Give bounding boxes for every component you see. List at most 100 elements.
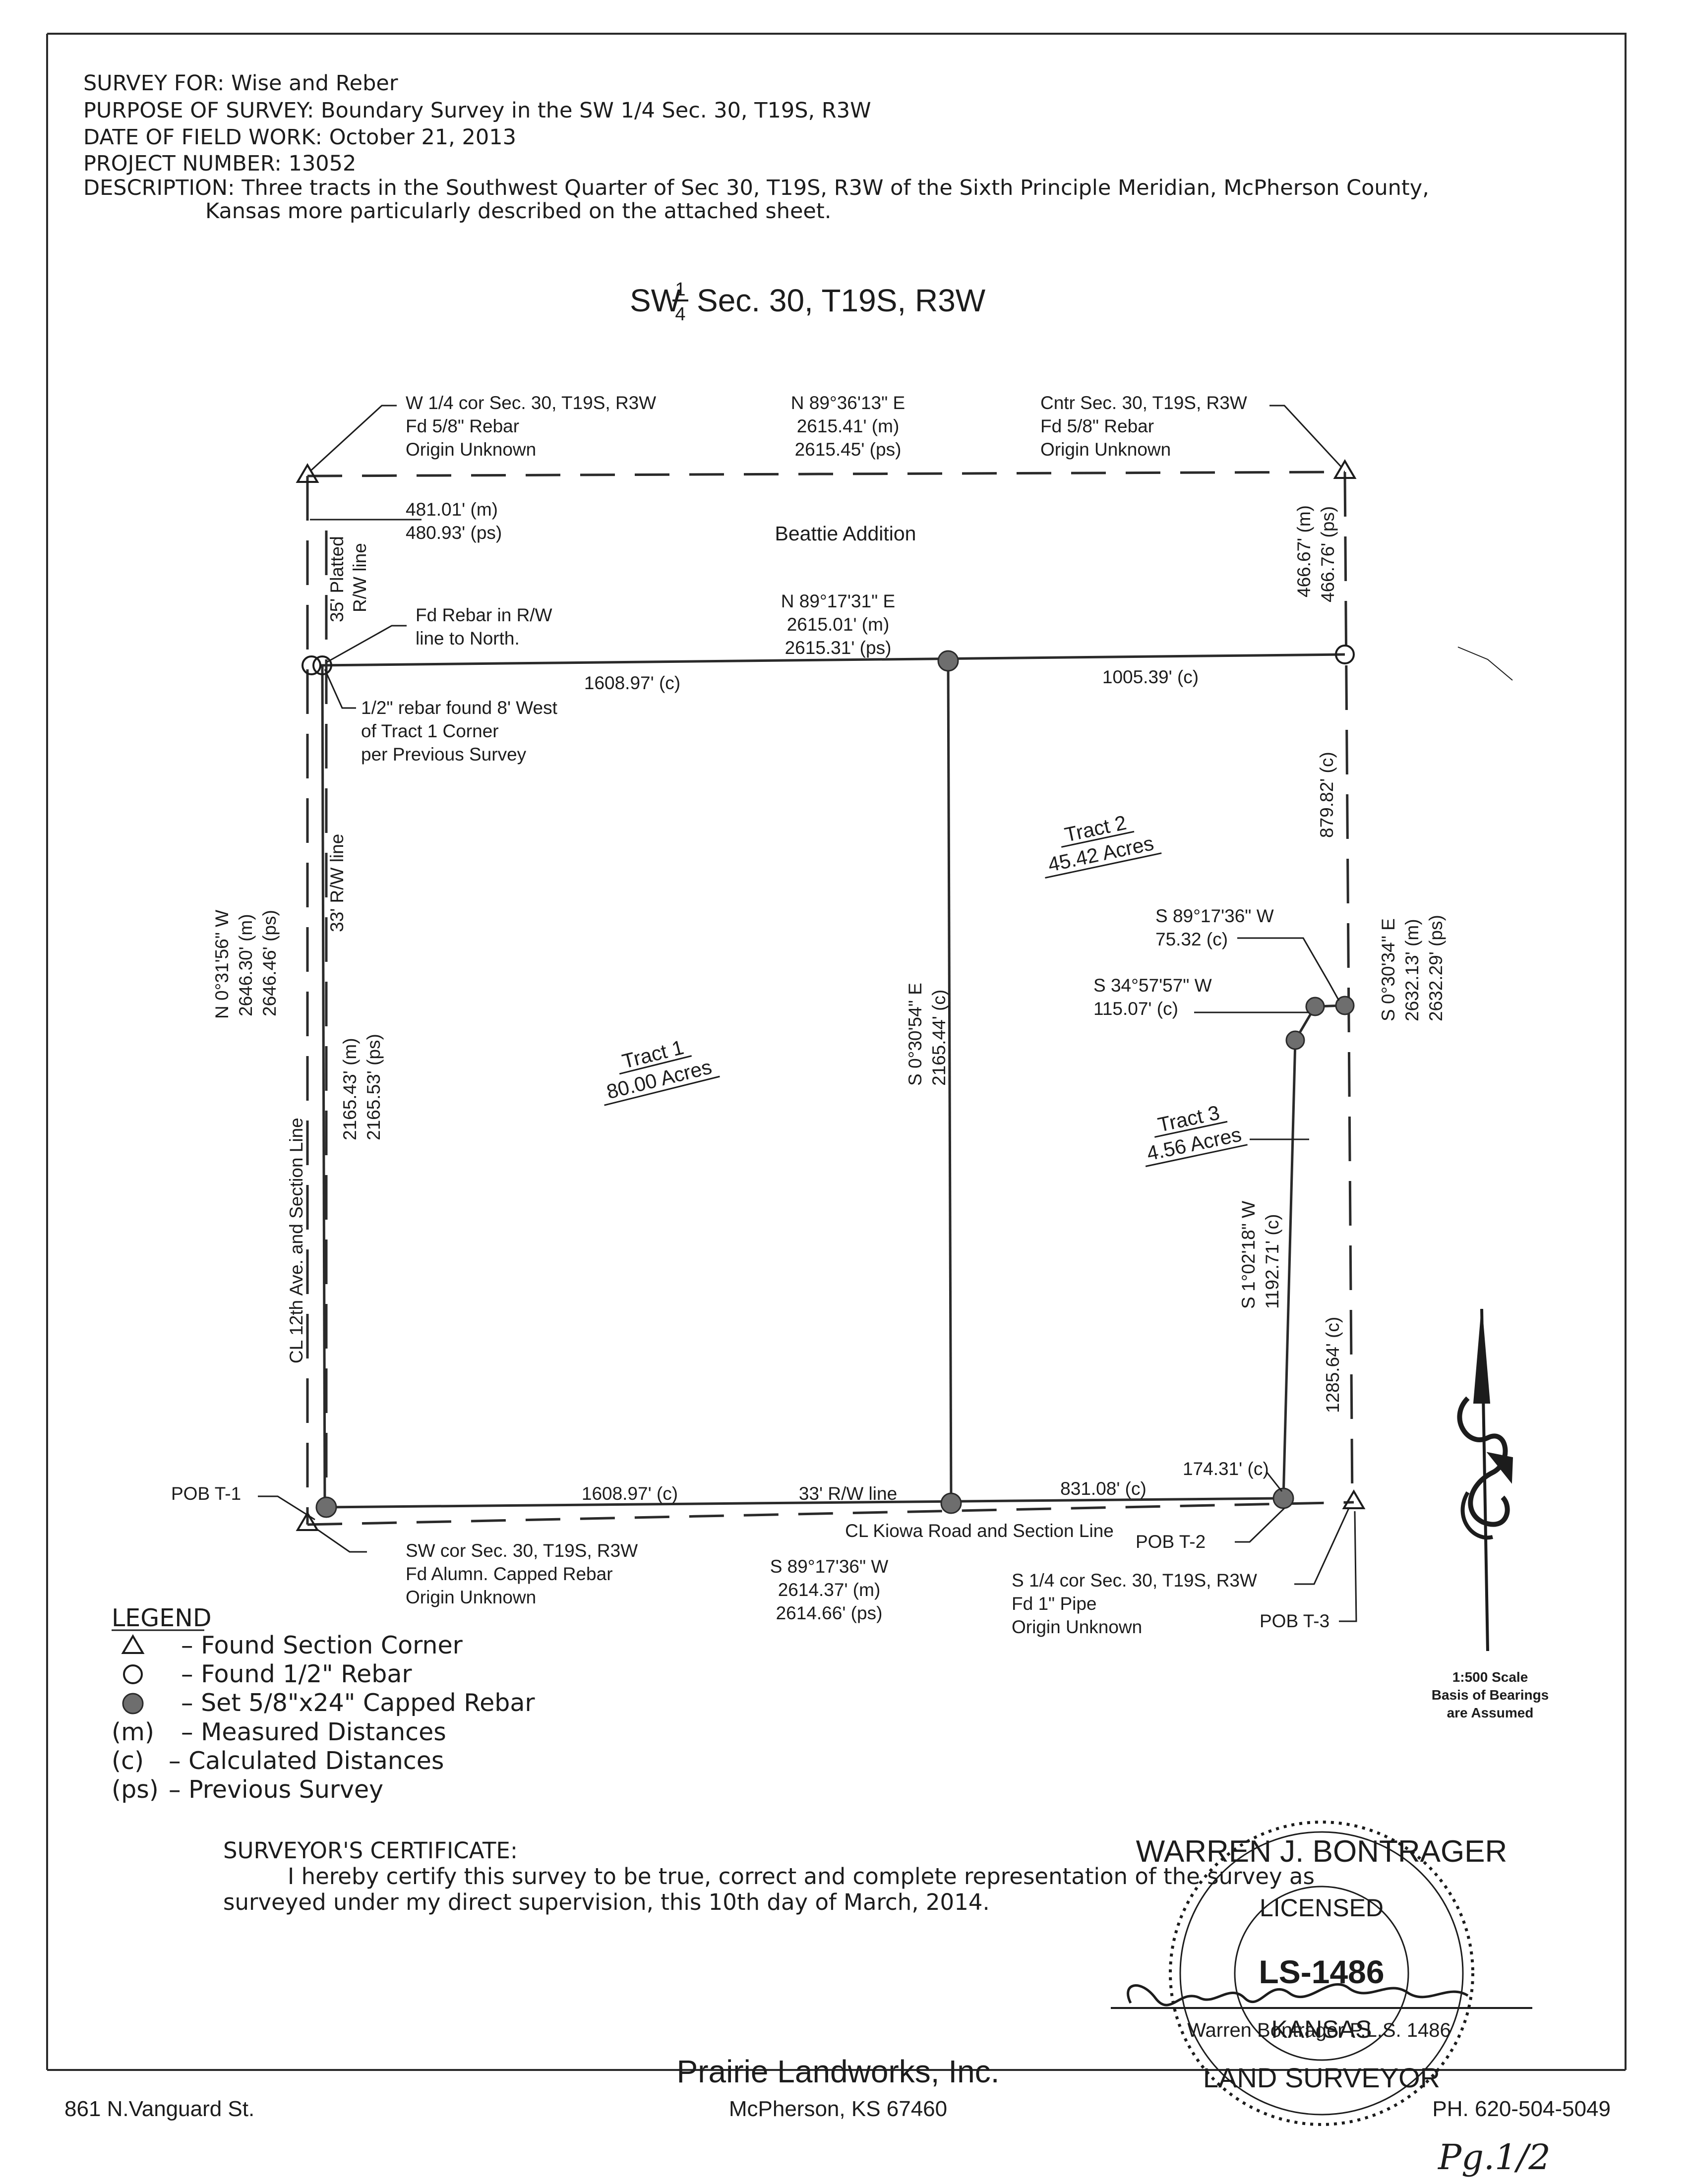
legend-item-4: – Measured Distances [181,1718,446,1746]
set-rebar-t3-angle-1 [1305,997,1325,1016]
inner-distance-m: 2615.01' (m) [787,614,890,635]
pob-t3-label: POB T-3 [1260,1611,1329,1631]
se-corner-label-1: S 1/4 cor Sec. 30, T19S, R3W [1012,1570,1257,1591]
south-rw-33-label: 33' R/W line [799,1483,897,1504]
north-distance-m: 2615.41' (m) [797,416,900,436]
seg2-bearing: S 34°57'57" W [1093,975,1212,996]
sheet-border [46,33,1627,2070]
south-distance-ps: 2614.66' (ps) [776,1603,883,1623]
south-distance-m: 2614.37' (m) [778,1580,881,1600]
scale-text: 1:500 Scale [1452,1669,1528,1685]
pob-t1-label: POB T-1 [171,1483,241,1504]
south-section-line [307,1501,1354,1526]
survey-for: SURVEY FOR: Wise and Reber [83,71,398,96]
tract1-label: Tract 1 80.00 Acres [604,1036,720,1106]
inner-bearing: N 89°17'31" E [781,591,895,611]
drawing-labels: W 1/4 cor Sec. 30, T19S, R3W Fd 5/8" Reb… [171,393,1446,1637]
half-rebar-label-2: of Tract 1 Corner [361,721,499,741]
found-rebar-circle [302,655,321,675]
leader-lines [258,405,1513,1622]
se-corner-label-3: Origin Unknown [1012,1617,1142,1637]
north-arrow [1457,1308,1513,1652]
ne-section-corner-triangle [1333,459,1357,479]
signature [1111,1983,1532,2009]
signature-stroke [1127,1983,1469,2007]
east-upper-measured: 466.67' (m) [1294,505,1314,597]
west-inner-distance-ps: 2165.53' (ps) [363,1034,384,1140]
tract-north-boundary [319,653,1345,667]
company-city: McPherson, KS 67460 [729,2097,947,2121]
nw-strip-previous: 480.93' (ps) [406,523,502,543]
seg3-distance: 1192.71' (c) [1262,1214,1282,1309]
north-arrow-head [1473,1308,1491,1404]
sw-corner-label-3: Origin Unknown [406,1587,536,1607]
seal-number: LS-1486 [1259,1953,1384,1990]
set-rebar-t3-ne [1335,996,1355,1015]
assumed-text: are Assumed [1447,1705,1534,1720]
seal-licensed: LICENSED [1260,1894,1384,1922]
sw-corner-label-1: SW cor Sec. 30, T19S, R3W [406,1540,638,1561]
company-address: 861 N.Vanguard St. [64,2097,254,2121]
leader-174 [1266,1472,1283,1492]
seal-name: WARREN J. BONTRAGER [1136,1834,1508,1869]
legend-item-5: – Calculated Distances [169,1747,444,1775]
seg1-bearing: S 89°17'36" W [1155,906,1274,926]
ne-tract-rebar-circle [1335,645,1355,664]
half-rebar-label-1: 1/2" rebar found 8' West [361,698,558,718]
seg2-distance: 115.07' (c) [1093,999,1178,1019]
seal-inner-ring [1234,1886,1409,2061]
description-line-2: Kansas more particularly described on th… [205,199,831,224]
leader-fd-rebar [327,625,407,663]
tract3-underline [1154,1121,1228,1138]
tract3-segment-3 [1282,1040,1297,1499]
company-name: Prairie Landworks, Inc. [677,2054,1000,2089]
legend-key-4: (m) [112,1718,154,1746]
certificate-title: SURVEYOR'S CERTIFICATE: [223,1837,518,1864]
basis-bearings-text: Basis of Bearings [1432,1687,1549,1703]
legend-key-5: (c) [112,1747,144,1775]
tract2-label: Tract 2 45.42 Acres [1045,811,1162,879]
certificate-line-1: I hereby certify this survey to be true,… [288,1863,1315,1889]
leader-pob-t1 [258,1495,315,1521]
half-inch-rebar-circle [312,655,332,675]
date-of-field-work: DATE OF FIELD WORK: October 21, 2013 [83,125,516,150]
fd-rebar-label-2: line to North. [416,628,520,649]
cl-kiowa-road: CL Kiowa Road and Section Line [845,1521,1114,1541]
east-section-line [1343,472,1354,1503]
sw-section-corner-triangle [296,1511,319,1531]
south-mid-distance: 831.08' (c) [1060,1478,1147,1499]
seg3-bearing: S 1°02'18" W [1238,1201,1259,1309]
title-fraction-num: 1 [675,279,685,300]
nw-strip-measured: 481.01' (m) [406,499,498,520]
legend-item-1: – Found Section Corner [181,1631,463,1659]
west-inner-distance-m: 2165.43' (m) [340,1038,360,1140]
legend-filled-circle-icon [122,1693,144,1714]
seal-role: LAND SURVEYOR [1203,2062,1440,2093]
fd-rebar-label-1: Fd Rebar in R/W [416,605,552,625]
company-phone: PH. 620-504-5049 [1432,2097,1611,2121]
tract1-south-distance: 1608.97' (c) [582,1483,678,1504]
scale-note: 1:500 Scale Basis of Bearings are Assume… [1432,1669,1549,1720]
legend-triangle-icon [121,1634,145,1654]
ne-corner-label-1: Cntr Sec. 30, T19S, R3W [1040,393,1247,413]
leader-pob-t2 [1235,1507,1285,1543]
leader-sw-corner [317,1529,367,1553]
set-rebar-south-divider [940,1492,962,1514]
platted-rw-1: 35' Platted [327,536,347,622]
tract3-south-distance: 174.31' (c) [1183,1459,1269,1479]
purpose-of-survey: PURPOSE OF SURVEY: Boundary Survey in th… [83,98,871,123]
tract1-west-boundary [321,665,326,1508]
nw-corner-label-3: Origin Unknown [406,439,536,460]
surveyors-certificate: SURVEYOR'S CERTIFICATE: I hereby certify… [223,1837,1315,1915]
s-quarter-corner-triangle [1342,1489,1366,1509]
leader-ne-corner [1269,405,1342,468]
set-rebar-pob-t1 [315,1496,337,1518]
leader-pob-t3 [1339,1511,1357,1622]
east-upper-previous: 466.76' (ps) [1318,506,1338,602]
cl-12th-ave: CL 12th Ave. and Section Line [286,1118,306,1363]
west-distance-m: 2646.30' (m) [236,914,256,1016]
legend-item-6: – Previous Survey [169,1775,383,1804]
inner-distance-ps: 2615.31' (ps) [785,638,892,658]
